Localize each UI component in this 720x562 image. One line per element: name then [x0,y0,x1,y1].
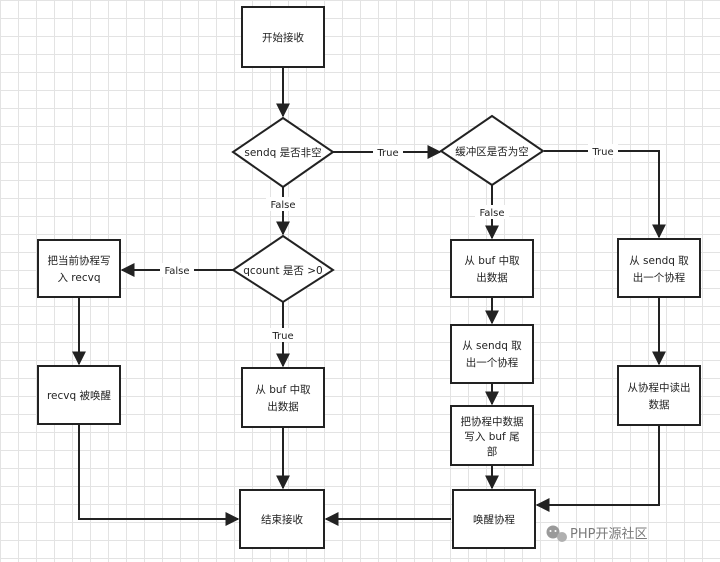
node-take-sendq-mid-line1: 从 sendq 取 [462,340,522,352]
node-take-sendq-far-line2: 出一个协程 [633,271,686,284]
node-recvq-woken-text: recvq 被唤醒 [47,389,112,402]
node-take-sendq-far: 从 sendq 取 出一个协程 [617,238,701,298]
edge-woken-to-end [78,424,240,526]
edge-label-qcount-false: False [160,263,194,277]
node-take-buf-mid: 从 buf 中取 出数据 [241,367,325,428]
node-take-buf-right-line2: 出数据 [476,271,508,284]
node-take-buf-mid-line2: 出数据 [267,400,299,413]
label-false: False [270,200,295,211]
edges [72,67,666,526]
node-read-from-coroutine: 从协程中读出 数据 [617,365,701,426]
edge-buffer-true [544,150,666,239]
node-wake-coroutine: 唤醒协程 [452,489,536,549]
label-true: True [376,148,398,159]
node-read-from-coroutine-line1: 从协程中读出 [628,381,691,394]
wechat-icon [546,525,567,542]
edge-label-sendq-true: True [373,145,403,159]
edge-label-buffer-true: True [588,144,618,158]
edge-read-to-wake [535,425,660,512]
node-end-text: 结束接收 [261,513,303,526]
decision-sendq-text: sendq 是否非空 [244,146,321,159]
node-put-recvq-line1: 把当前协程写 [48,254,111,267]
node-put-recvq-line2: 入 recvq [57,272,100,284]
node-start: 开始接收 [241,6,325,68]
node-take-buf-right-line1: 从 buf 中取 [464,254,520,267]
edge-label-buffer-false: False [475,205,509,219]
node-take-sendq-far-line1: 从 sendq 取 [629,255,689,267]
node-take-sendq-mid: 从 sendq 取 出一个协程 [450,324,534,384]
node-write-buf-tail-line3: 部 [487,445,498,458]
decision-buffer-text: 缓冲区是否为空 [455,145,529,158]
label-false: False [164,266,189,277]
node-take-sendq-mid-line2: 出一个协程 [466,356,519,369]
node-put-recvq: 把当前协程写 入 recvq [37,239,121,298]
node-take-buf-mid-line1: 从 buf 中取 [255,383,311,396]
node-take-buf-right: 从 buf 中取 出数据 [450,239,534,298]
decision-qcount-text: qcount 是否 >0 [243,265,322,277]
decision-buffer: 缓冲区是否为空 [439,114,545,187]
label-true: True [271,331,293,342]
edge-label-qcount-true: True [268,328,298,342]
node-write-buf-tail-line1: 把协程中数据 [461,415,524,428]
node-recvq-woken: recvq 被唤醒 [37,365,121,425]
node-write-buf-tail: 把协程中数据 写入 buf 尾 部 [450,405,534,466]
node-write-buf-tail-line2: 写入 buf 尾 [464,431,519,443]
decision-sendq: sendq 是否非空 [231,116,335,189]
label-true: True [591,147,613,158]
watermark-text: PHP开源社区 [570,526,647,542]
node-start-text: 开始接收 [262,31,304,44]
watermark: PHP开源社区 [546,525,647,542]
label-false: False [479,208,504,219]
edge-label-sendq-false: False [266,197,300,211]
decision-qcount: qcount 是否 >0 [231,234,335,304]
node-end: 结束接收 [239,489,325,549]
node-read-from-coroutine-line2: 数据 [649,398,670,411]
node-wake-coroutine-text: 唤醒协程 [473,513,515,526]
